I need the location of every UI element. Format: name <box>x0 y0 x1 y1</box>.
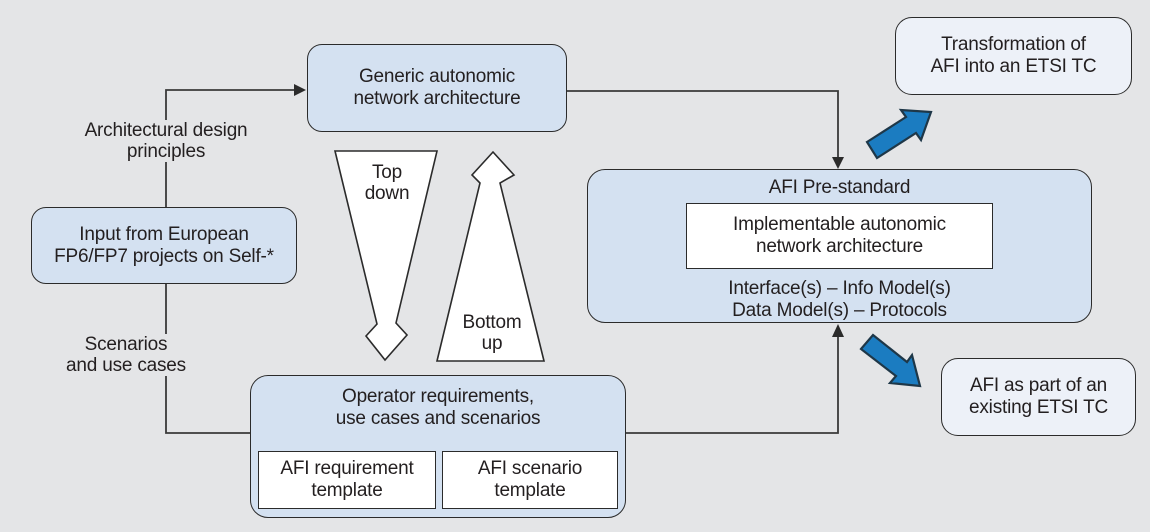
afi-existing-etsi-tc-box: AFI as part of an existing ETSI TC <box>941 358 1136 436</box>
box-line: template <box>311 480 383 501</box>
box-line: AFI scenario <box>477 458 583 479</box>
label-line: and use cases <box>66 355 186 376</box>
afi-prestandard-box: AFI Pre-standard Implementable autonomic… <box>587 169 1092 323</box>
afi-requirement-template-box: AFI requirement template <box>258 451 436 509</box>
box-line: AFI into an ETSI TC <box>930 56 1097 77</box>
blue-arrow-up-right-icon <box>865 108 933 160</box>
arrowhead-up-icon <box>832 324 844 337</box>
box-line: network architecture <box>353 88 521 109</box>
top-down-arrow-icon <box>333 150 439 362</box>
label-scenarios-and-use-cases: Scenarios and use cases <box>26 334 226 376</box>
label-line: principles <box>126 141 206 162</box>
label-architectural-design-principles: Architectural design principles <box>46 120 286 162</box>
connector-generic-to-prestandard <box>567 90 839 158</box>
box-line: existing ETSI TC <box>969 397 1108 418</box>
box-line: AFI requirement <box>280 458 414 479</box>
box-line: network architecture <box>755 236 924 257</box>
generic-architecture-box: Generic autonomic network architecture <box>307 44 567 132</box>
input-fp6-fp7-box: Input from European FP6/FP7 projects on … <box>31 207 297 284</box>
box-line: Transformation of <box>941 34 1086 55</box>
box-line: Operator requirements, <box>341 386 535 407</box>
template-row: AFI requirement template AFI scenario te… <box>258 451 618 509</box>
prestandard-detail-line: Data Model(s) – Protocols <box>732 300 947 321</box>
arrowhead-right-icon <box>294 84 306 96</box>
blue-arrow-down-right-icon <box>859 333 922 388</box>
box-line: Input from European <box>79 223 249 245</box>
box-line: AFI as part of an <box>969 375 1108 396</box>
label-line: up <box>481 333 503 354</box>
afi-scenario-template-box: AFI scenario template <box>442 451 618 509</box>
box-line: Implementable autonomic <box>733 214 946 235</box>
box-line: Generic autonomic <box>358 66 516 87</box>
bottom-up-arrow-icon <box>435 150 546 362</box>
label-line: Scenarios <box>84 334 168 355</box>
label-line: Bottom <box>462 312 522 333</box>
operator-requirements-box: Operator requirements, use cases and sce… <box>250 375 626 518</box>
implementable-architecture-box: Implementable autonomic network architec… <box>686 203 993 269</box>
label-line: down <box>364 183 410 204</box>
box-line: FP6/FP7 projects on Self-* <box>54 245 274 267</box>
prestandard-detail-line: Interface(s) – Info Model(s) <box>728 278 951 299</box>
box-line: template <box>494 480 566 501</box>
label-bottom-up: Bottom up <box>452 312 532 354</box>
transformation-etsi-tc-box: Transformation of AFI into an ETSI TC <box>895 17 1132 95</box>
label-line: Top <box>371 162 403 183</box>
label-line: Architectural design <box>84 120 248 141</box>
connector-operator-to-prestandard <box>626 336 839 434</box>
prestandard-title: AFI Pre-standard <box>768 177 911 198</box>
arrowhead-down-icon <box>832 157 844 169</box>
label-top-down: Top down <box>347 162 427 204</box>
box-line: use cases and scenarios <box>335 408 541 429</box>
